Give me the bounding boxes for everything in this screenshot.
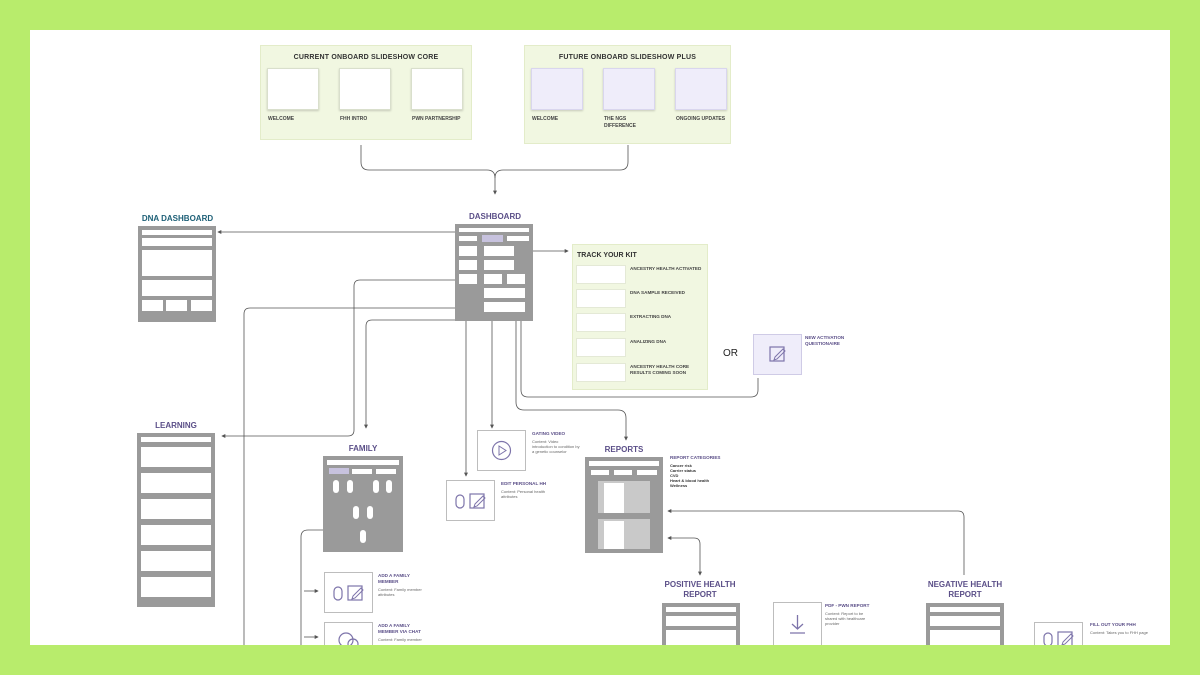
reports-title: REPORTS (604, 445, 644, 454)
current-onboard-title: CURRENT ONBOARD SLIDESHOW CORE (293, 54, 439, 61)
family-title: FAMILY (348, 444, 378, 453)
play-icon (491, 440, 512, 461)
positive-report-wireframe[interactable] (662, 603, 740, 645)
onboard-card-welcome[interactable] (531, 68, 583, 110)
current-onboard-panel: CURRENT ONBOARD SLIDESHOW CORE WELCOME F… (260, 45, 472, 140)
add-family-desc: Content: Family member attributes (378, 587, 422, 597)
report-categories-title: REPORT CATEGORIES (670, 455, 721, 460)
onboard-card-pwn-partnership[interactable] (411, 68, 463, 110)
onboard-card-ngs-difference[interactable] (603, 68, 655, 110)
family-wireframe[interactable] (323, 456, 403, 552)
onboard-card-fhh-intro[interactable] (339, 68, 391, 110)
future-onboard-title: FUTURE ONBOARD SLIDESHOW PLUS (558, 54, 697, 61)
onboard-card-label: WELCOME (532, 116, 559, 122)
add-family-member-button[interactable] (324, 572, 373, 613)
track-kit-step-label: ANCESTRY HEALTH CORE RESULTS COMING SOON (630, 364, 690, 375)
track-kit-step-card[interactable] (576, 338, 626, 357)
fill-fhh-title: FILL OUT YOUR FHH (1090, 622, 1136, 627)
dna-dashboard-title: DNA DASHBOARD (141, 214, 214, 223)
onboard-card-label: WELCOME (268, 116, 295, 122)
edit-personal-desc: Content: Personal health attributes (501, 489, 546, 499)
track-kit-step-label: DNA SAMPLE RECEIVED (630, 290, 685, 295)
track-kit-step-label: ANALIZING DNA (630, 339, 667, 344)
gating-video-title: GATING VIDEO (532, 431, 566, 436)
positive-report-title: POSITIVE HEALTH REPORT (664, 580, 736, 599)
track-kit-title: TRACK YOUR KIT (577, 252, 637, 259)
edit-icon (769, 346, 786, 362)
report-category-item: Wellness (670, 483, 688, 488)
track-kit-step-card[interactable] (576, 265, 626, 284)
dna-dashboard-wireframe[interactable] (138, 226, 216, 322)
person-edit-icon (455, 493, 486, 509)
onboard-card-welcome[interactable] (267, 68, 319, 110)
learning-wireframe[interactable] (137, 433, 215, 607)
negative-report-title: NEGATIVE HEALTH REPORT (927, 580, 1003, 599)
future-onboard-panel: FUTURE ONBOARD SLIDESHOW PLUS WELCOME TH… (524, 45, 731, 144)
fill-fhh-desc: Content: Takes you to FHH page (1090, 630, 1148, 635)
onboard-card-label: THE NGS DIFFERENCE (604, 116, 636, 129)
dashboard-wireframe[interactable] (455, 224, 533, 321)
edit-personal-button[interactable] (446, 480, 495, 521)
track-kit-step-card[interactable] (576, 289, 626, 308)
add-family-chat-button[interactable] (324, 622, 373, 645)
onboard-card-label: FHH INTRO (340, 116, 368, 122)
onboard-card-ongoing-updates[interactable] (675, 68, 727, 110)
track-kit-step-card[interactable] (576, 363, 626, 382)
reports-wireframe[interactable] (585, 457, 663, 553)
track-kit-panel: TRACK YOUR KIT ANCESTRY HEALTH ACTIVATED… (572, 244, 708, 390)
add-family-chat-title: ADD A FAMILY MEMBER VIA CHAT (378, 623, 421, 634)
report-category-item: Carrier status (670, 468, 697, 473)
track-kit-step-label: EXTRACTING DNA (630, 314, 672, 319)
new-activation-button[interactable] (753, 334, 802, 375)
gating-video-desc: Content: Video introduction to condition… (532, 439, 580, 454)
gating-video-button[interactable] (477, 430, 526, 471)
add-family-title: ADD A FAMILY MEMBER (378, 573, 410, 584)
new-activation-title: NEW ACTIVATION QUESTIONAIRE (805, 335, 845, 346)
person-edit-icon (333, 585, 364, 601)
report-category-item: CVD (670, 473, 679, 478)
dashboard-title: DASHBOARD (469, 212, 521, 221)
download-icon (790, 615, 805, 634)
diagram-canvas: CURRENT ONBOARD SLIDESHOW CORE WELCOME F… (30, 30, 1170, 645)
or-label: OR (723, 348, 738, 359)
onboard-card-label: PWN PARTNERSHIP (412, 116, 461, 122)
onboard-card-label: ONGOING UPDATES (676, 116, 726, 122)
fill-fhh-button[interactable] (1034, 622, 1083, 645)
pdf-report-title: PDF - PWN REPORT (825, 603, 870, 608)
learning-title: LEARNING (155, 421, 197, 430)
person-edit-icon (1043, 631, 1074, 645)
report-category-item: Heart & blood health (670, 478, 710, 483)
track-kit-step-card[interactable] (576, 313, 626, 332)
chat-icon (338, 632, 359, 645)
negative-report-wireframe[interactable] (926, 603, 1004, 645)
pdf-report-button[interactable] (773, 602, 822, 645)
track-kit-step-label: ANCESTRY HEALTH ACTIVATED (630, 266, 702, 271)
pdf-report-desc: Content: Report to be shared with health… (825, 611, 866, 626)
report-category-item: Cancer risk (670, 463, 692, 468)
edit-personal-title: EDIT PERSONAL HH (501, 481, 547, 486)
add-family-chat-desc: Content: Family member (378, 637, 422, 642)
